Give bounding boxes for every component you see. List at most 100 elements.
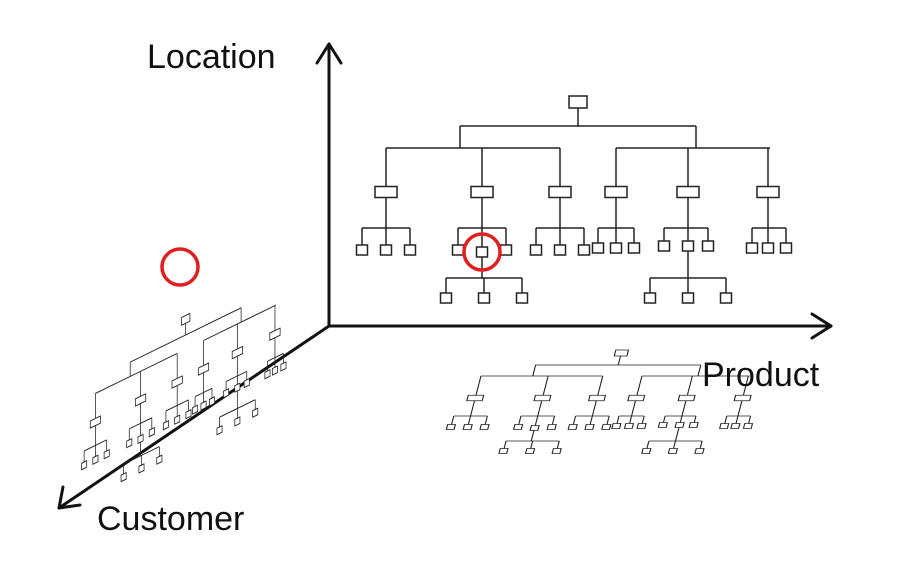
tree-node xyxy=(498,448,509,454)
tree-edge xyxy=(267,352,284,362)
tree-edge xyxy=(679,416,683,423)
tree-edge xyxy=(617,356,622,365)
tree-node xyxy=(120,471,127,483)
tree-edge xyxy=(693,416,697,423)
tree-node xyxy=(512,424,524,430)
tree-edge xyxy=(129,417,152,430)
tree-node xyxy=(584,424,595,430)
tree-node xyxy=(200,400,207,411)
tree-node xyxy=(742,423,754,429)
tree-node xyxy=(470,185,494,199)
tree-node xyxy=(280,361,287,372)
tree-edge xyxy=(662,416,666,423)
tree-node xyxy=(234,416,241,427)
tree-node xyxy=(479,424,490,430)
tree-node xyxy=(355,244,369,256)
tree-edge xyxy=(542,376,549,395)
tree-edge xyxy=(686,376,693,395)
tree-edge xyxy=(672,441,677,449)
tree-edge xyxy=(165,399,189,412)
tree-edge xyxy=(636,376,643,395)
tree-node xyxy=(604,185,628,199)
tree-edge xyxy=(226,370,247,383)
tree-node xyxy=(611,423,622,429)
tree-edge xyxy=(130,307,242,363)
tree-edge xyxy=(681,400,687,416)
tree-edge xyxy=(503,441,507,449)
tree-node xyxy=(676,185,700,199)
tree-node xyxy=(234,382,241,393)
tree-edge xyxy=(748,416,752,424)
tree-edge xyxy=(556,441,560,449)
tree-node xyxy=(174,414,181,425)
tree-edge xyxy=(534,416,539,426)
tree-node xyxy=(271,365,278,376)
tree-node xyxy=(379,244,393,256)
tree-node xyxy=(627,242,641,254)
tree-node xyxy=(445,424,457,430)
tree-node xyxy=(529,425,540,431)
tree-edge xyxy=(95,352,178,394)
tree-node xyxy=(529,244,543,256)
tree-node xyxy=(156,454,163,465)
tree-node xyxy=(548,185,572,199)
tree-node xyxy=(694,448,705,454)
tree-node xyxy=(667,448,679,454)
tree-node xyxy=(601,424,612,430)
tree-edge xyxy=(537,400,543,416)
location-axis-arrow-head-icon xyxy=(315,42,343,65)
tree-node xyxy=(688,422,699,428)
tree-node xyxy=(745,242,759,254)
tree-node xyxy=(477,292,491,304)
tree-node xyxy=(209,396,215,407)
location-axis-label: Location xyxy=(147,38,276,76)
tree-edge xyxy=(641,416,645,424)
tree-node xyxy=(674,422,685,428)
tree-node xyxy=(591,242,605,254)
tree-edge xyxy=(530,441,534,449)
tree-node xyxy=(553,244,567,256)
tree-edge xyxy=(606,416,610,425)
tree-edge xyxy=(203,304,276,342)
tree-edge xyxy=(697,365,702,376)
tree-edge xyxy=(737,400,743,416)
tree-node xyxy=(718,423,730,429)
tree-edge xyxy=(591,400,597,416)
tree-node xyxy=(137,433,144,445)
customer-axis-label: Customer xyxy=(97,500,245,538)
tree-edge xyxy=(742,376,749,395)
tree-node xyxy=(636,423,647,429)
customer-hierarchy-tree xyxy=(445,349,754,454)
tree-edge xyxy=(724,416,728,424)
tree-node xyxy=(138,463,145,474)
tree-node xyxy=(439,292,453,304)
location-hierarchy-tree xyxy=(81,304,287,483)
tree-edge xyxy=(674,427,680,441)
tree-node xyxy=(243,377,250,389)
tree-node xyxy=(475,246,489,258)
tree-node xyxy=(568,95,588,109)
tree-edge xyxy=(530,430,535,441)
tree-edge xyxy=(629,416,633,424)
tree-node xyxy=(657,422,668,428)
tree-node xyxy=(730,423,741,429)
tree-node xyxy=(81,460,88,471)
tree-edge xyxy=(699,441,703,449)
tree-node xyxy=(252,407,259,418)
tree-edge xyxy=(646,441,650,449)
tree-edge xyxy=(551,416,556,425)
tree-edge xyxy=(572,416,577,425)
location-highlight-red-circle-icon xyxy=(160,247,200,287)
tree-node xyxy=(756,185,780,199)
tree-node xyxy=(546,424,557,430)
tree-edge xyxy=(469,400,476,416)
tree-node xyxy=(515,292,529,304)
customer-axis xyxy=(57,324,331,510)
tree-node xyxy=(466,394,485,402)
tree-node xyxy=(162,420,169,431)
tree-node xyxy=(719,292,733,304)
tree-node xyxy=(223,387,230,399)
tree-node xyxy=(733,394,752,402)
tree-edge xyxy=(484,416,488,425)
tree-node xyxy=(126,437,133,449)
